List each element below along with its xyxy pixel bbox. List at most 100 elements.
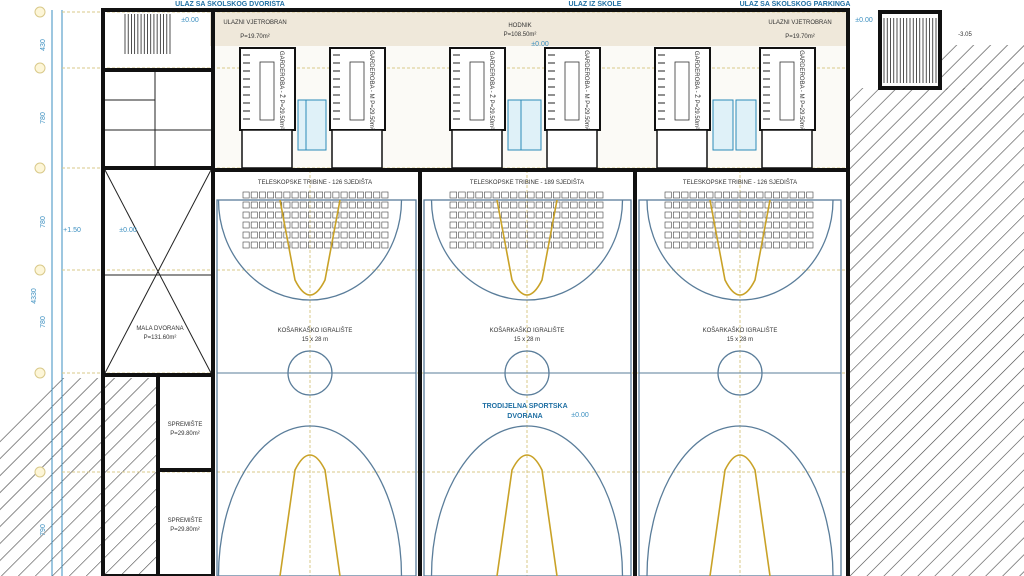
tribune-seat bbox=[501, 231, 509, 239]
tribune-seat bbox=[324, 201, 332, 209]
tribune-seat bbox=[299, 201, 307, 209]
tribune-seat bbox=[518, 191, 526, 199]
tribune-seat bbox=[773, 191, 780, 199]
tribune-seat bbox=[689, 241, 697, 249]
tribune-seat bbox=[373, 201, 381, 209]
court-3-label: KOŠARKAŠKO IGRALIŠTE bbox=[703, 327, 778, 334]
tribune-seat bbox=[789, 221, 797, 229]
tribune-seat bbox=[748, 211, 755, 219]
court-boundary bbox=[423, 199, 632, 576]
locker-room bbox=[449, 47, 506, 131]
tribune-seat bbox=[789, 191, 797, 199]
tribune-seat bbox=[475, 211, 483, 219]
tribune-seat bbox=[501, 191, 509, 199]
tribune-seat bbox=[291, 231, 299, 239]
tribune-seat bbox=[781, 201, 789, 209]
tribune-seat bbox=[267, 241, 274, 249]
tribune-seat bbox=[267, 221, 274, 229]
tribune-seat bbox=[706, 241, 714, 249]
tribune-seat bbox=[357, 241, 364, 249]
vestibule-right-area: P=19.70m² bbox=[785, 34, 815, 40]
tribune-seat bbox=[664, 221, 672, 229]
tribune-seat bbox=[535, 231, 544, 239]
tribune-seat bbox=[458, 241, 466, 249]
tribune-seat bbox=[275, 201, 283, 209]
tribune-seat bbox=[723, 201, 730, 209]
dim-780-a: 780 bbox=[40, 112, 47, 124]
tribune-seat bbox=[773, 231, 780, 239]
tribune-seat bbox=[509, 201, 518, 209]
locker-room-label: GARDEROBA - M P=29.50m² bbox=[368, 50, 374, 130]
entrance-right-label[interactable]: ULAZ SA ŠKOLSKOG PARKINGA bbox=[740, 0, 851, 8]
entrance-center-label[interactable]: ULAZ IZ ŠKOLE bbox=[569, 0, 622, 8]
tribune-seat bbox=[484, 211, 492, 219]
tribune-seat bbox=[449, 211, 457, 219]
tribune-seat bbox=[291, 221, 299, 229]
tribune-seat bbox=[316, 201, 323, 209]
tribune-seat bbox=[698, 231, 705, 239]
locker-rooms bbox=[239, 47, 816, 169]
tribune-seat bbox=[681, 241, 689, 249]
dim-4330: 4330 bbox=[31, 288, 38, 304]
tribune-seat bbox=[316, 191, 323, 199]
tribune-seat bbox=[242, 201, 250, 209]
tribune-seat bbox=[773, 221, 780, 229]
tribune-seat bbox=[681, 191, 689, 199]
storage-1-area: P=29.80m² bbox=[170, 431, 200, 437]
dimension-chain: 430 780 780 4330 780 790 bbox=[31, 10, 63, 576]
entrance-left-label[interactable]: ULAZ SA ŠKOLSKOG DVORIŠTA bbox=[175, 0, 285, 8]
tribune-seat bbox=[316, 231, 323, 239]
tribune-seat bbox=[553, 231, 561, 239]
tribune-seat bbox=[365, 241, 372, 249]
court-boundary bbox=[638, 199, 842, 576]
tribune-seat bbox=[527, 231, 535, 239]
tribune-seat bbox=[527, 191, 535, 199]
tribune-seat bbox=[242, 221, 250, 229]
tribune-seat bbox=[518, 201, 526, 209]
tribune-seat bbox=[275, 231, 283, 239]
tribune-seat bbox=[340, 201, 348, 209]
locker-room-label: GARDEROBA - M P=29.50m² bbox=[583, 50, 589, 130]
tribune-seat bbox=[340, 221, 348, 229]
locker-room bbox=[239, 47, 296, 131]
tribune-seat bbox=[475, 241, 483, 249]
tribune-seat bbox=[492, 191, 500, 199]
tribune-seat bbox=[324, 231, 332, 239]
tribune-seat bbox=[596, 231, 604, 239]
tribune-seat bbox=[365, 201, 372, 209]
tribune-seat bbox=[689, 221, 697, 229]
tribune-seat bbox=[299, 241, 307, 249]
tribune-seat bbox=[475, 191, 483, 199]
level-left-outer: +1.50 bbox=[63, 227, 81, 234]
tribune-seat bbox=[381, 221, 389, 229]
tribune-seat bbox=[756, 191, 764, 199]
tribune-seat bbox=[664, 241, 672, 249]
tribune-seat bbox=[484, 241, 492, 249]
locker-room-label: GARDEROBA - Ž P=29.50m² bbox=[693, 51, 701, 129]
tribune-seat bbox=[348, 201, 356, 209]
tribune-seat bbox=[698, 191, 705, 199]
tribune-seat bbox=[509, 211, 518, 219]
tribune-seat bbox=[340, 191, 348, 199]
tribune-seat bbox=[275, 241, 283, 249]
key-bottom bbox=[709, 454, 771, 576]
tribune-seat bbox=[789, 241, 797, 249]
level-left-inner: ±0.00 bbox=[119, 227, 137, 234]
tribune-seat bbox=[324, 221, 332, 229]
locker-room-label: GARDEROBA - Ž P=29.50m² bbox=[278, 51, 286, 129]
tribune-seat bbox=[250, 201, 258, 209]
tribune-seat bbox=[596, 241, 604, 249]
tribune-seat bbox=[518, 231, 526, 239]
tribune-seat bbox=[806, 191, 814, 199]
tribune-seat bbox=[806, 211, 814, 219]
storage-2-label: SPREMIŠTE bbox=[168, 517, 203, 524]
tribune-seat bbox=[381, 201, 389, 209]
tribune-seat bbox=[798, 221, 805, 229]
locker-bench bbox=[564, 61, 580, 121]
shower-cubicles bbox=[520, 99, 542, 151]
tribune-seat bbox=[535, 241, 544, 249]
tribune-seat bbox=[723, 221, 730, 229]
tribune-seat bbox=[578, 191, 587, 199]
court-1-label: KOŠARKAŠKO IGRALIŠTE bbox=[278, 327, 353, 334]
storage-1-label: SPREMIŠTE bbox=[168, 421, 203, 428]
